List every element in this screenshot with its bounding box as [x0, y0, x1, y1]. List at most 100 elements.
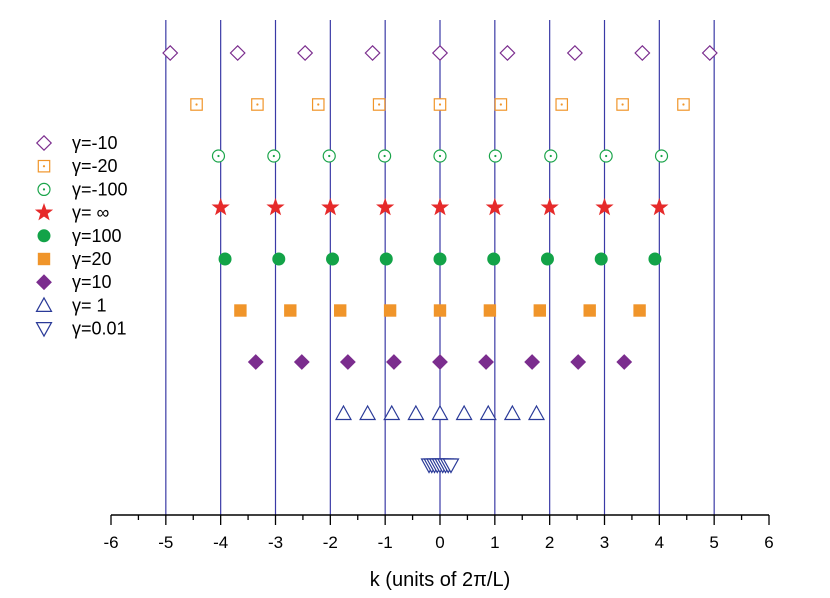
data-point: [297, 44, 314, 62]
data-point: [364, 44, 381, 62]
data-point: [433, 98, 447, 111]
legend-marker: [35, 134, 53, 152]
data-point: [376, 197, 395, 216]
legend-label: γ=100: [72, 226, 122, 246]
legend-label: γ=-20: [72, 156, 118, 176]
data-point: [616, 354, 633, 370]
legend: γ=-10 γ=-20 γ=-100 γ= ∞ γ=100 γ=20 γ=10 γ= 1 γ=0…: [34, 133, 128, 339]
series-3: [211, 197, 669, 216]
legend-marker: [37, 229, 51, 243]
data-point: [433, 149, 447, 163]
data-point: [650, 197, 669, 216]
legend-marker: [35, 296, 53, 312]
data-point: [267, 149, 281, 163]
data-point: [677, 98, 690, 111]
legend-label: γ=-10: [72, 133, 118, 153]
legend-label: γ=10: [72, 272, 112, 292]
x-tick-label: -3: [268, 533, 283, 552]
x-tick-label: -2: [323, 533, 338, 552]
legend-marker: [37, 252, 51, 266]
data-point: [383, 304, 397, 317]
legend-marker: [36, 274, 52, 291]
data-point: [211, 197, 230, 216]
series-5: [234, 304, 646, 317]
x-tick-label: -5: [158, 533, 173, 552]
data-point: [479, 404, 497, 421]
legend-marker: [37, 159, 51, 173]
data-point: [293, 354, 310, 370]
data-point: [487, 252, 501, 266]
data-point: [544, 149, 558, 163]
data-point: [339, 354, 356, 370]
data-point: [540, 252, 554, 266]
data-point: [378, 149, 392, 163]
x-tick-label: 3: [600, 533, 609, 552]
data-point: [247, 354, 264, 370]
data-point: [432, 354, 448, 370]
x-tick-label: 0: [435, 533, 444, 552]
data-point: [499, 44, 516, 62]
data-point: [478, 354, 494, 370]
data-point: [599, 149, 613, 163]
legend-label: γ=20: [72, 249, 112, 269]
legend-marker: [35, 322, 53, 338]
data-point: [311, 98, 325, 111]
legend-marker: [34, 203, 54, 221]
data-point: [494, 98, 508, 111]
data-point: [433, 304, 447, 317]
data-point: [321, 197, 340, 216]
x-tick-label: -4: [213, 533, 228, 552]
data-point: [379, 252, 393, 266]
series-7: [334, 404, 546, 421]
data-point: [595, 197, 614, 216]
data-point: [540, 197, 559, 216]
x-tick-label: 2: [545, 533, 554, 552]
data-point: [211, 149, 226, 163]
data-point: [272, 252, 286, 266]
legend-marker: [37, 182, 51, 196]
data-point: [483, 304, 497, 317]
series-1: [190, 98, 690, 111]
data-point: [334, 404, 353, 421]
data-point: [251, 98, 264, 111]
series-0: [162, 44, 718, 62]
legend-label: γ=-100: [72, 179, 128, 199]
data-point: [524, 354, 541, 370]
data-point: [190, 98, 203, 111]
x-tick-label: 6: [764, 533, 773, 552]
series-6: [247, 354, 633, 370]
data-point: [633, 304, 646, 317]
x-tick-label: -1: [378, 533, 393, 552]
series-8: [420, 458, 460, 474]
data-point: [455, 404, 473, 421]
vertical-lines: [165, 20, 715, 515]
legend-label: γ= 1: [72, 295, 107, 315]
x-tick-label: 5: [709, 533, 718, 552]
data-point: [218, 252, 232, 266]
data-point: [234, 304, 247, 317]
series-4: [218, 252, 662, 266]
data-point: [503, 404, 521, 421]
x-axis-label: k (units of 2π/L): [370, 569, 511, 591]
x-tick-label: 4: [655, 533, 664, 552]
data-point: [488, 149, 502, 163]
data-point: [583, 304, 596, 317]
data-point: [386, 354, 402, 370]
series-2: [211, 149, 669, 163]
data-point: [485, 197, 504, 216]
data-point: [359, 404, 377, 421]
legend-label: γ=0.01: [72, 319, 127, 339]
data-point: [634, 44, 651, 62]
legend-label: γ= ∞: [72, 203, 110, 223]
data-point: [284, 304, 297, 317]
data-point: [162, 44, 179, 62]
data-point: [442, 458, 460, 474]
data-point: [383, 404, 401, 421]
data-point: [431, 44, 449, 62]
data-point: [555, 98, 569, 111]
x-tick-label: -6: [103, 533, 118, 552]
data-point: [334, 304, 347, 317]
data-point: [570, 354, 587, 370]
data-point: [654, 149, 669, 163]
